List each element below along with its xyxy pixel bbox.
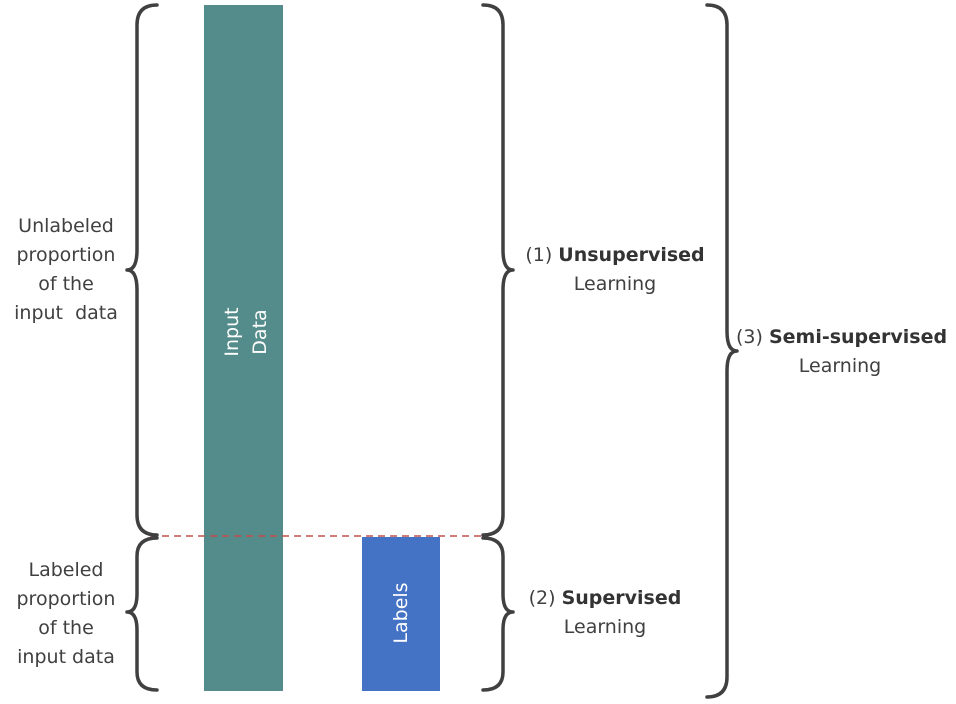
unsupervised-bold: Unsupervised xyxy=(558,244,705,266)
supervised-prefix: (2) xyxy=(528,587,562,609)
semi-supervised-line-2: Learning xyxy=(798,355,882,377)
unlabeled-label-line-2: proportion xyxy=(16,244,116,266)
semi-supervised-prefix: (3) xyxy=(736,326,769,348)
right-brace-supervised xyxy=(481,536,515,692)
supervised-learning-label: (2) Supervised Learning xyxy=(515,584,695,642)
left-brace-labeled xyxy=(125,536,159,692)
supervised-line-2: Learning xyxy=(563,616,647,638)
semi-supervised-bold: Semi-supervised xyxy=(768,326,948,348)
unsupervised-prefix: (1) xyxy=(525,244,559,266)
right-brace-semi-supervised xyxy=(705,3,739,699)
supervised-bold: Supervised xyxy=(561,587,682,609)
labeled-proportion-label: Labeled proportion of the input data xyxy=(0,556,132,672)
labeled-label-line-1: Labeled xyxy=(28,559,104,581)
left-brace-unlabeled xyxy=(125,3,159,537)
unsupervised-learning-label: (1) Unsupervised Learning xyxy=(520,241,710,299)
right-brace-unsupervised xyxy=(481,3,515,537)
labeled-label-line-2: proportion xyxy=(16,588,116,610)
unsupervised-line-2: Learning xyxy=(573,273,657,295)
input-data-bar xyxy=(204,5,283,691)
labeled-label-line-3: of the xyxy=(38,617,94,639)
unlabeled-label-line-3: of the xyxy=(38,273,94,295)
semi-supervised-learning-label: (3) Semi-supervised Learning xyxy=(736,323,948,381)
unlabeled-label-line-1: Unlabeled xyxy=(18,215,114,237)
labels-bar xyxy=(362,537,440,691)
labeled-label-line-4: input data xyxy=(17,646,115,668)
unlabeled-proportion-label: Unlabeled proportion of the input data xyxy=(0,212,132,328)
unlabeled-label-line-4: input data xyxy=(14,302,118,324)
